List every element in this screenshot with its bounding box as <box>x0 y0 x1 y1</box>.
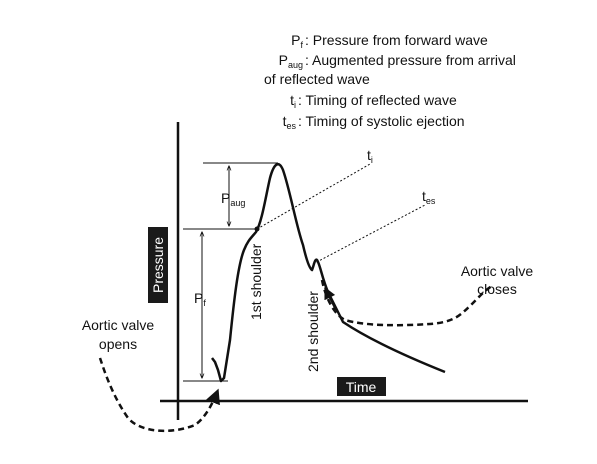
ti-label: ti <box>367 147 373 165</box>
aortic-opens-label-line2: opens <box>99 336 137 352</box>
aortic-valve-close-curve <box>320 279 493 327</box>
tes-label: tes <box>422 188 436 206</box>
legend-item-ti-text: : Timing of reflected wave <box>298 92 457 108</box>
second-shoulder-label: 2nd shoulder <box>305 291 321 372</box>
y-axis-label: Pressure <box>150 237 166 293</box>
legend-item-tes-symbol: tes <box>283 113 297 131</box>
legend-item-paug-text: : Augmented pressure from arrival <box>305 52 516 68</box>
legend-item-ti-symbol: ti <box>290 92 296 110</box>
legend-item-paug-continued: of reflected wave <box>264 71 370 87</box>
pressure-waveform <box>211 162 446 383</box>
paug-label: Paug <box>221 190 245 208</box>
first-shoulder-label: 1st shoulder <box>248 243 264 320</box>
ti-pointer-line <box>256 163 371 230</box>
pf-label: Pf <box>194 290 206 308</box>
aortic-closes-label-line1: Aortic valve <box>461 263 534 279</box>
ti-point <box>254 226 260 232</box>
x-axis-label-box <box>337 377 386 396</box>
aortic-opens-label-line1: Aortic valve <box>82 317 155 333</box>
legend: Pf : Pressure from forward wave Paug : A… <box>264 32 516 131</box>
legend-item-paug-symbol: Paug <box>279 52 303 70</box>
y-axis-label-box <box>148 227 168 303</box>
legend-item-pf-text: : Pressure from forward wave <box>305 32 488 48</box>
tes-pointer-line <box>312 204 426 265</box>
aortic-valve-open-curve <box>98 357 220 433</box>
aortic-closes-label-line2: closes <box>477 281 517 297</box>
legend-item-tes-text: : Timing of systolic ejection <box>298 113 465 129</box>
aortic-close-arrowhead <box>324 286 337 311</box>
x-axis-label: Time <box>346 379 377 395</box>
legend-item-pf-symbol: Pf <box>291 32 303 50</box>
